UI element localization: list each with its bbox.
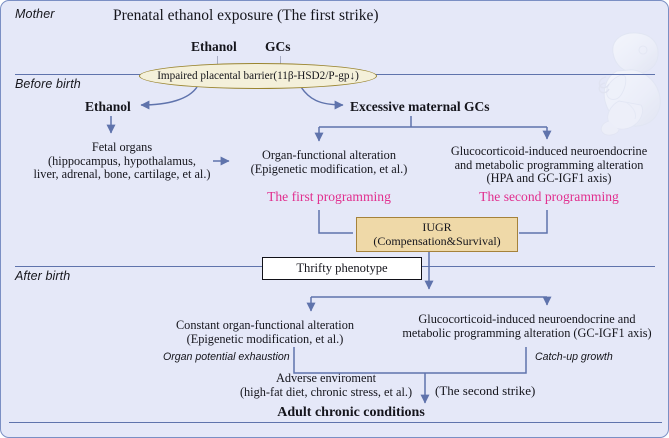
section-label-mother: Mother — [15, 7, 55, 21]
iugr-subtitle: (Compensation&Survival) — [373, 233, 501, 248]
gc-programming-post-line2: metabolic programming alteration (GC-IGF… — [402, 325, 652, 340]
node-ethanol-fetal: Ethanol — [85, 99, 131, 114]
section-label-after-birth: After birth — [15, 269, 71, 283]
connector-first-programming-to-iugr — [318, 210, 353, 234]
gc-programming-line2: and metabolic programming alteration — [454, 157, 644, 172]
node-gc-programming-postnatal: Glucocorticoid-induced neuroendocrine an… — [389, 312, 665, 340]
fetus-illustration — [597, 31, 667, 139]
node-gc-programming: Glucocorticoid-induced neuroendocrine an… — [431, 144, 667, 186]
node-ethanol-source: Ethanol — [191, 39, 237, 54]
node-constant-organ-alteration: Constant organ-functional alteration (Ep… — [149, 318, 381, 346]
node-adverse-environment: Adverse enviroment (high-fat diet, chron… — [181, 371, 471, 399]
connector-gcs-to-barrier — [280, 56, 281, 68]
organ-alteration-line2: (Epigenetic modification, et al.) — [250, 161, 408, 176]
box-iugr: IUGR (Compensation&Survival) — [356, 217, 518, 252]
section-label-before-birth: Before birth — [15, 77, 81, 91]
connector-postnatal-merge — [293, 347, 527, 374]
organ-alteration-line1: Organ-functional alteration — [262, 148, 396, 162]
adverse-line2: (high-fat diet, chronic stress, et al.) — [239, 384, 413, 399]
label-second-programming: The second programming — [479, 189, 619, 204]
label-first-programming: The first programming — [267, 189, 391, 204]
constant-alteration-line1: Constant organ-functional alteration — [175, 318, 355, 332]
node-gcs-source: GCs — [265, 39, 291, 54]
box-thrifty-phenotype: Thrifty phenotype — [262, 257, 422, 280]
fetal-organs-line2: (hippocampus, hypothalamus, — [48, 153, 196, 168]
label-second-strike: (The second strike) — [435, 383, 536, 398]
divider-after-birth-left — [15, 266, 262, 267]
adverse-line1: Adverse enviroment — [275, 371, 377, 385]
note-catch-up-growth: Catch-up growth — [535, 351, 613, 363]
node-organ-functional-alteration: Organ-functional alteration (Epigenetic … — [233, 148, 425, 176]
connector-second-programming-to-iugr — [519, 210, 548, 234]
node-adult-chronic-conditions: Adult chronic conditions — [277, 405, 425, 420]
arrow-barrier-to-gcs — [300, 86, 344, 110]
node-excessive-maternal-gcs: Excessive maternal GCs — [350, 99, 490, 114]
gc-programming-line3: (HPA and GC-IGF1 axis) — [486, 171, 612, 186]
divider-bottom — [9, 422, 662, 423]
gc-programming-line1: Glucocorticoid-induced neuroendocrine — [450, 144, 648, 158]
constant-alteration-line2: (Epigenetic modification, et al.) — [186, 331, 344, 346]
arrow-barrier-to-ethanol — [140, 86, 198, 110]
gc-programming-post-line1: Glucocorticoid-induced neuroendocrine an… — [418, 312, 636, 326]
placental-barrier-ellipse: Impaired placental barrier(11β-HSD2/P-gp… — [139, 63, 377, 89]
iugr-title: IUGR — [422, 220, 452, 235]
divider-before-birth-right — [356, 74, 655, 75]
figure-title: Prenatal ethanol exposure (The first str… — [113, 7, 379, 24]
node-fetal-organs: Fetal organs (hippocampus, hypothalamus,… — [7, 140, 237, 182]
fetal-organs-line1: Fetal organs — [91, 140, 153, 154]
divider-before-birth-left — [15, 74, 167, 75]
divider-after-birth-right — [420, 266, 655, 267]
note-organ-potential-exhaustion: Organ potential exhaustion — [163, 351, 290, 363]
fetal-organs-line3: liver, adrenal, bone, cartilage, et al.) — [33, 167, 211, 182]
